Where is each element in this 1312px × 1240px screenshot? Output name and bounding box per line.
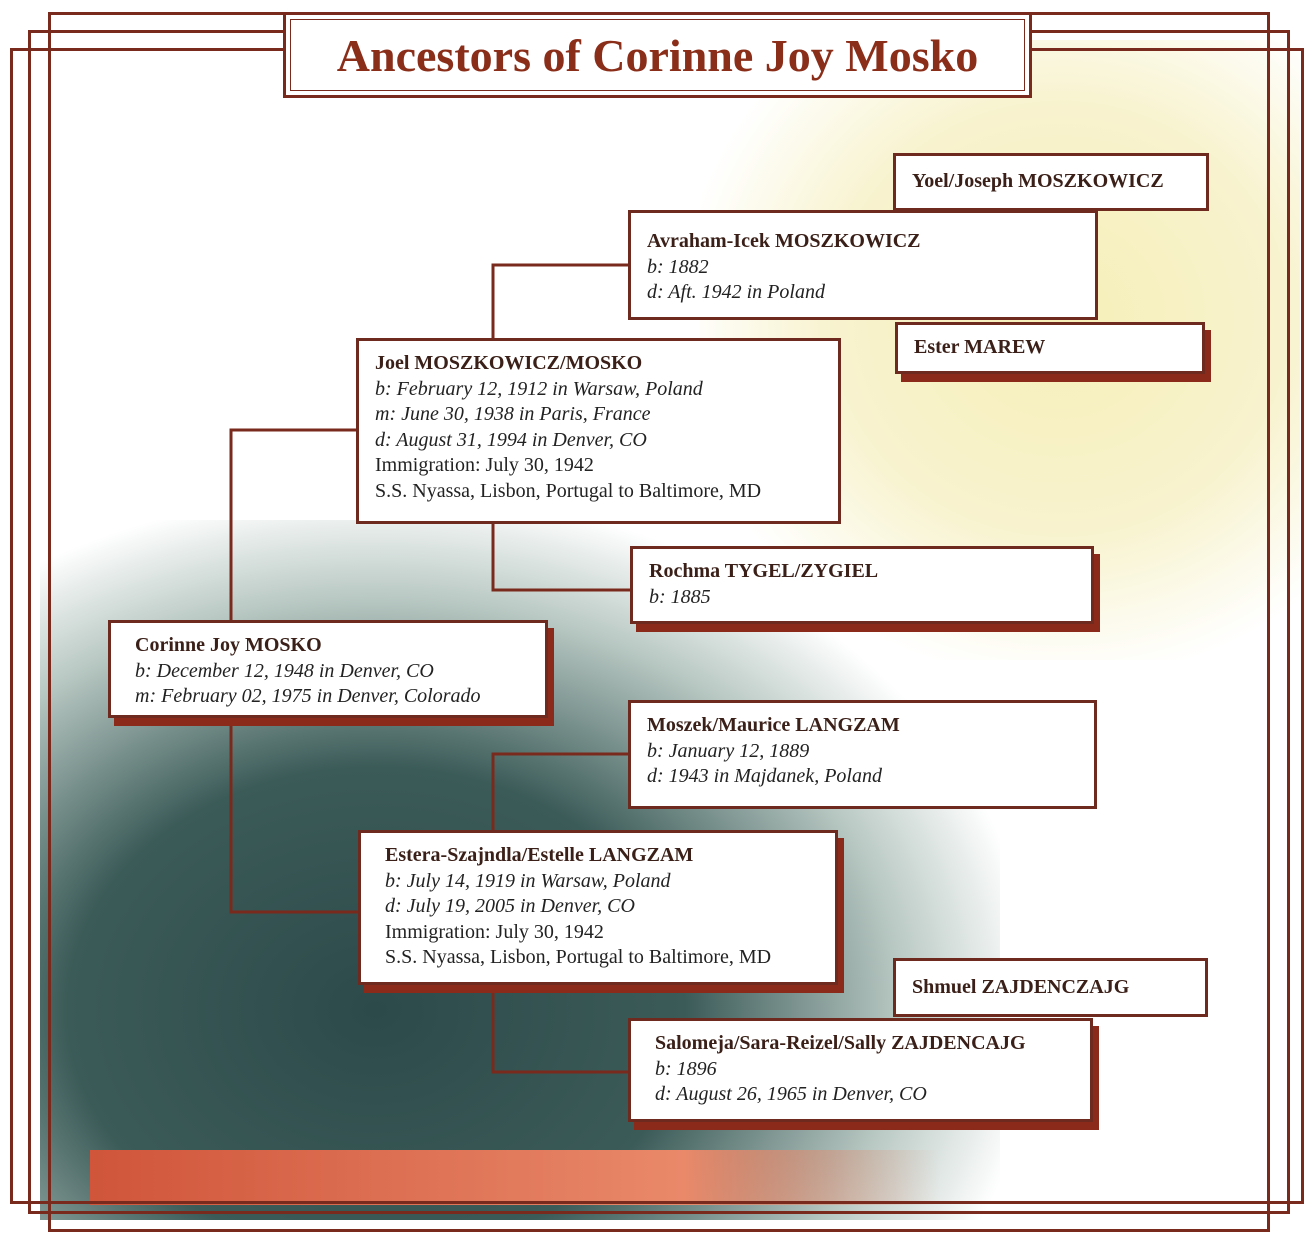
connector-estera-parents xyxy=(491,752,628,1074)
person-name: Rochma TYGEL/ZYGIEL xyxy=(649,560,879,582)
person-name: Yoel/Joseph MOSZKOWICZ xyxy=(912,170,1164,193)
immigration: Immigration: July 30, 1942 xyxy=(385,920,604,943)
connector-joel-parents xyxy=(491,263,630,592)
page-title: Ancestors of Corinne Joy Mosko xyxy=(283,12,1032,98)
birth: b: January 12, 1889 xyxy=(647,739,810,762)
birth: b: 1885 xyxy=(649,585,711,608)
person-name: Ester MAREW xyxy=(914,336,1046,359)
marriage: m: February 02, 1975 in Denver, Colorado xyxy=(135,685,481,707)
birth: b: 1896 xyxy=(655,1057,717,1080)
person-moszek[interactable]: Moszek/Maurice LANGZAM b: January 12, 18… xyxy=(628,700,1097,809)
birth: b: July 14, 1919 in Warsaw, Poland xyxy=(385,869,671,892)
death: d: Aft. 1942 in Poland xyxy=(647,281,825,303)
birth: b: February 12, 1912 in Warsaw, Poland xyxy=(375,377,703,400)
person-ester[interactable]: Ester MAREW xyxy=(895,322,1205,374)
person-name: Salomeja/Sara-Reizel/Sally ZAJDENCAJG xyxy=(655,1032,1026,1054)
connector-corinne-parents xyxy=(229,428,358,914)
person-name: Corinne Joy MOSKO xyxy=(135,634,322,656)
death: d: July 19, 2005 in Denver, CO xyxy=(385,895,635,917)
birth: b: December 12, 1948 in Denver, CO xyxy=(135,659,434,682)
person-estera[interactable]: Estera-Szajndla/Estelle LANGZAM b: July … xyxy=(358,830,838,985)
person-rochma[interactable]: Rochma TYGEL/ZYGIEL b: 1885 xyxy=(630,546,1094,624)
person-salomeja[interactable]: Salomeja/Sara-Reizel/Sally ZAJDENCAJG b:… xyxy=(628,1018,1093,1122)
ship-route: S.S. Nyassa, Lisbon, Portugal to Baltimo… xyxy=(375,479,762,502)
person-yoel[interactable]: Yoel/Joseph MOSZKOWICZ xyxy=(893,153,1209,211)
person-corinne[interactable]: Corinne Joy MOSKO b: December 12, 1948 i… xyxy=(108,620,548,718)
death: d: August 31, 1994 in Denver, CO xyxy=(375,428,647,451)
person-name: Shmuel ZAJDENCZAJG xyxy=(912,975,1130,998)
person-name: Avraham-Icek MOSZKOWICZ xyxy=(647,230,921,252)
ship-route: S.S. Nyassa, Lisbon, Portugal to Baltimo… xyxy=(385,946,772,968)
person-name: Joel MOSZKOWICZ/MOSKO xyxy=(375,352,643,374)
person-joel[interactable]: Joel MOSZKOWICZ/MOSKO b: February 12, 19… xyxy=(356,338,841,524)
death: d: August 26, 1965 in Denver, CO xyxy=(655,1083,927,1105)
person-name: Moszek/Maurice LANGZAM xyxy=(647,714,900,736)
ship-hull xyxy=(90,1150,940,1205)
birth: b: 1882 xyxy=(647,255,709,278)
person-name: Estera-Szajndla/Estelle LANGZAM xyxy=(385,844,694,866)
death: d: 1943 in Majdanek, Poland xyxy=(647,765,882,787)
marriage: m: June 30, 1938 in Paris, France xyxy=(375,403,651,425)
immigration: Immigration: July 30, 1942 xyxy=(375,454,594,476)
person-avraham[interactable]: Avraham-Icek MOSZKOWICZ b: 1882 d: Aft. … xyxy=(628,210,1098,320)
person-shmuel[interactable]: Shmuel ZAJDENCZAJG xyxy=(893,958,1208,1017)
